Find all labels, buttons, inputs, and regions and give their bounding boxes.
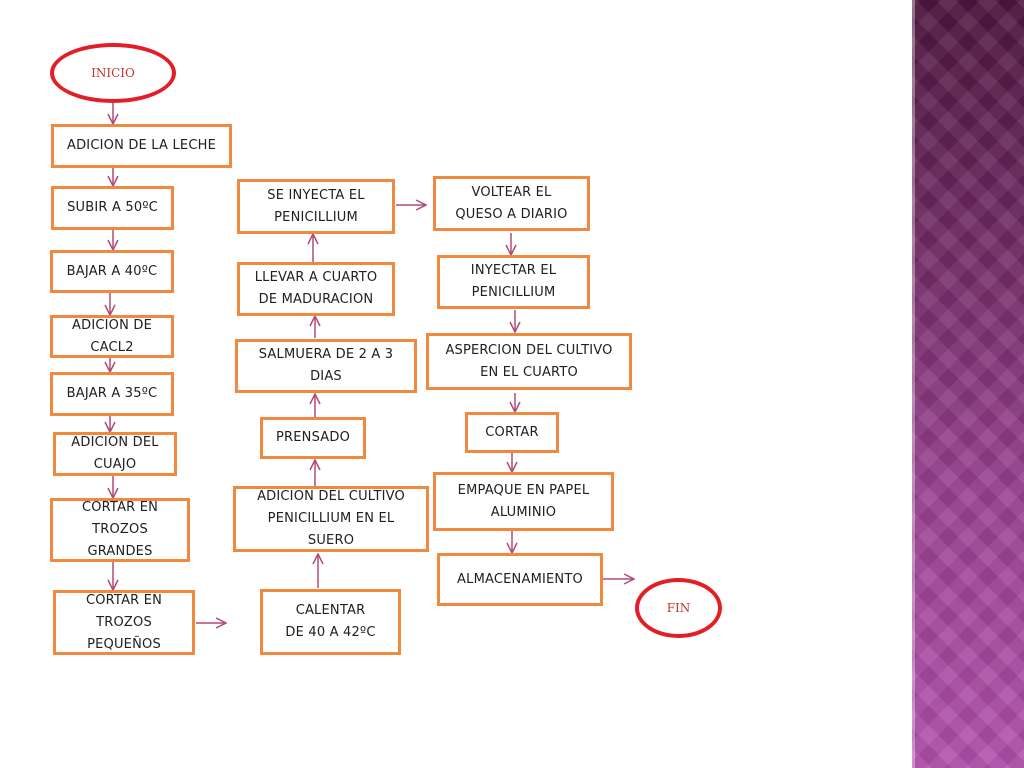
step-cortar-trozos-pequenos: CORTAR EN TROZOS PEQUEÑOS xyxy=(53,590,195,655)
step-cortar-trozos-grandes: CORTAR EN TROZOS GRANDES xyxy=(50,498,190,562)
decorative-side-band xyxy=(912,0,1024,768)
step-llevar-cuarto: LLEVAR A CUARTO DE MADURACION xyxy=(237,262,395,316)
step-bajar-35: BAJAR A 35ºC xyxy=(50,372,174,416)
step-adicion-cultivo: ADICION DEL CULTIVO PENICILLIUM EN EL SU… xyxy=(233,486,429,552)
step-inyectar-penicillium: INYECTAR EL PENICILLIUM xyxy=(437,255,590,309)
step-adicion-cuajo: ADICION DEL CUAJO xyxy=(53,432,177,476)
step-empaque: EMPAQUE EN PAPEL ALUMINIO xyxy=(433,472,614,531)
step-almacenamiento: ALMACENAMIENTO xyxy=(437,553,603,606)
step-cortar: CORTAR xyxy=(465,412,559,453)
side-band-edge xyxy=(912,0,915,768)
step-subir-50: SUBIR A 50ºC xyxy=(51,186,174,230)
end-label: FIN xyxy=(666,601,691,615)
step-salmuera: SALMUERA DE 2 A 3 DIAS xyxy=(235,339,417,393)
step-se-inyecta: SE INYECTA EL PENICILLIUM xyxy=(237,179,395,234)
step-bajar-40: BAJAR A 40ºC xyxy=(50,250,174,293)
step-calentar: CALENTAR DE 40 A 42ºC xyxy=(260,589,401,655)
step-aspercion: ASPERCION DEL CULTIVO EN EL CUARTO xyxy=(426,333,632,390)
start-label: INICIO xyxy=(91,66,135,80)
step-adicion-cacl2: ADICION DE CACL2 xyxy=(50,315,174,358)
start-terminal: INICIO xyxy=(50,43,176,103)
end-terminal: FIN xyxy=(635,578,722,638)
step-prensado: PRENSADO xyxy=(260,417,366,459)
step-voltear-queso: VOLTEAR EL QUESO A DIARIO xyxy=(433,176,590,231)
step-adicion-leche: ADICION DE LA LECHE xyxy=(51,124,232,168)
